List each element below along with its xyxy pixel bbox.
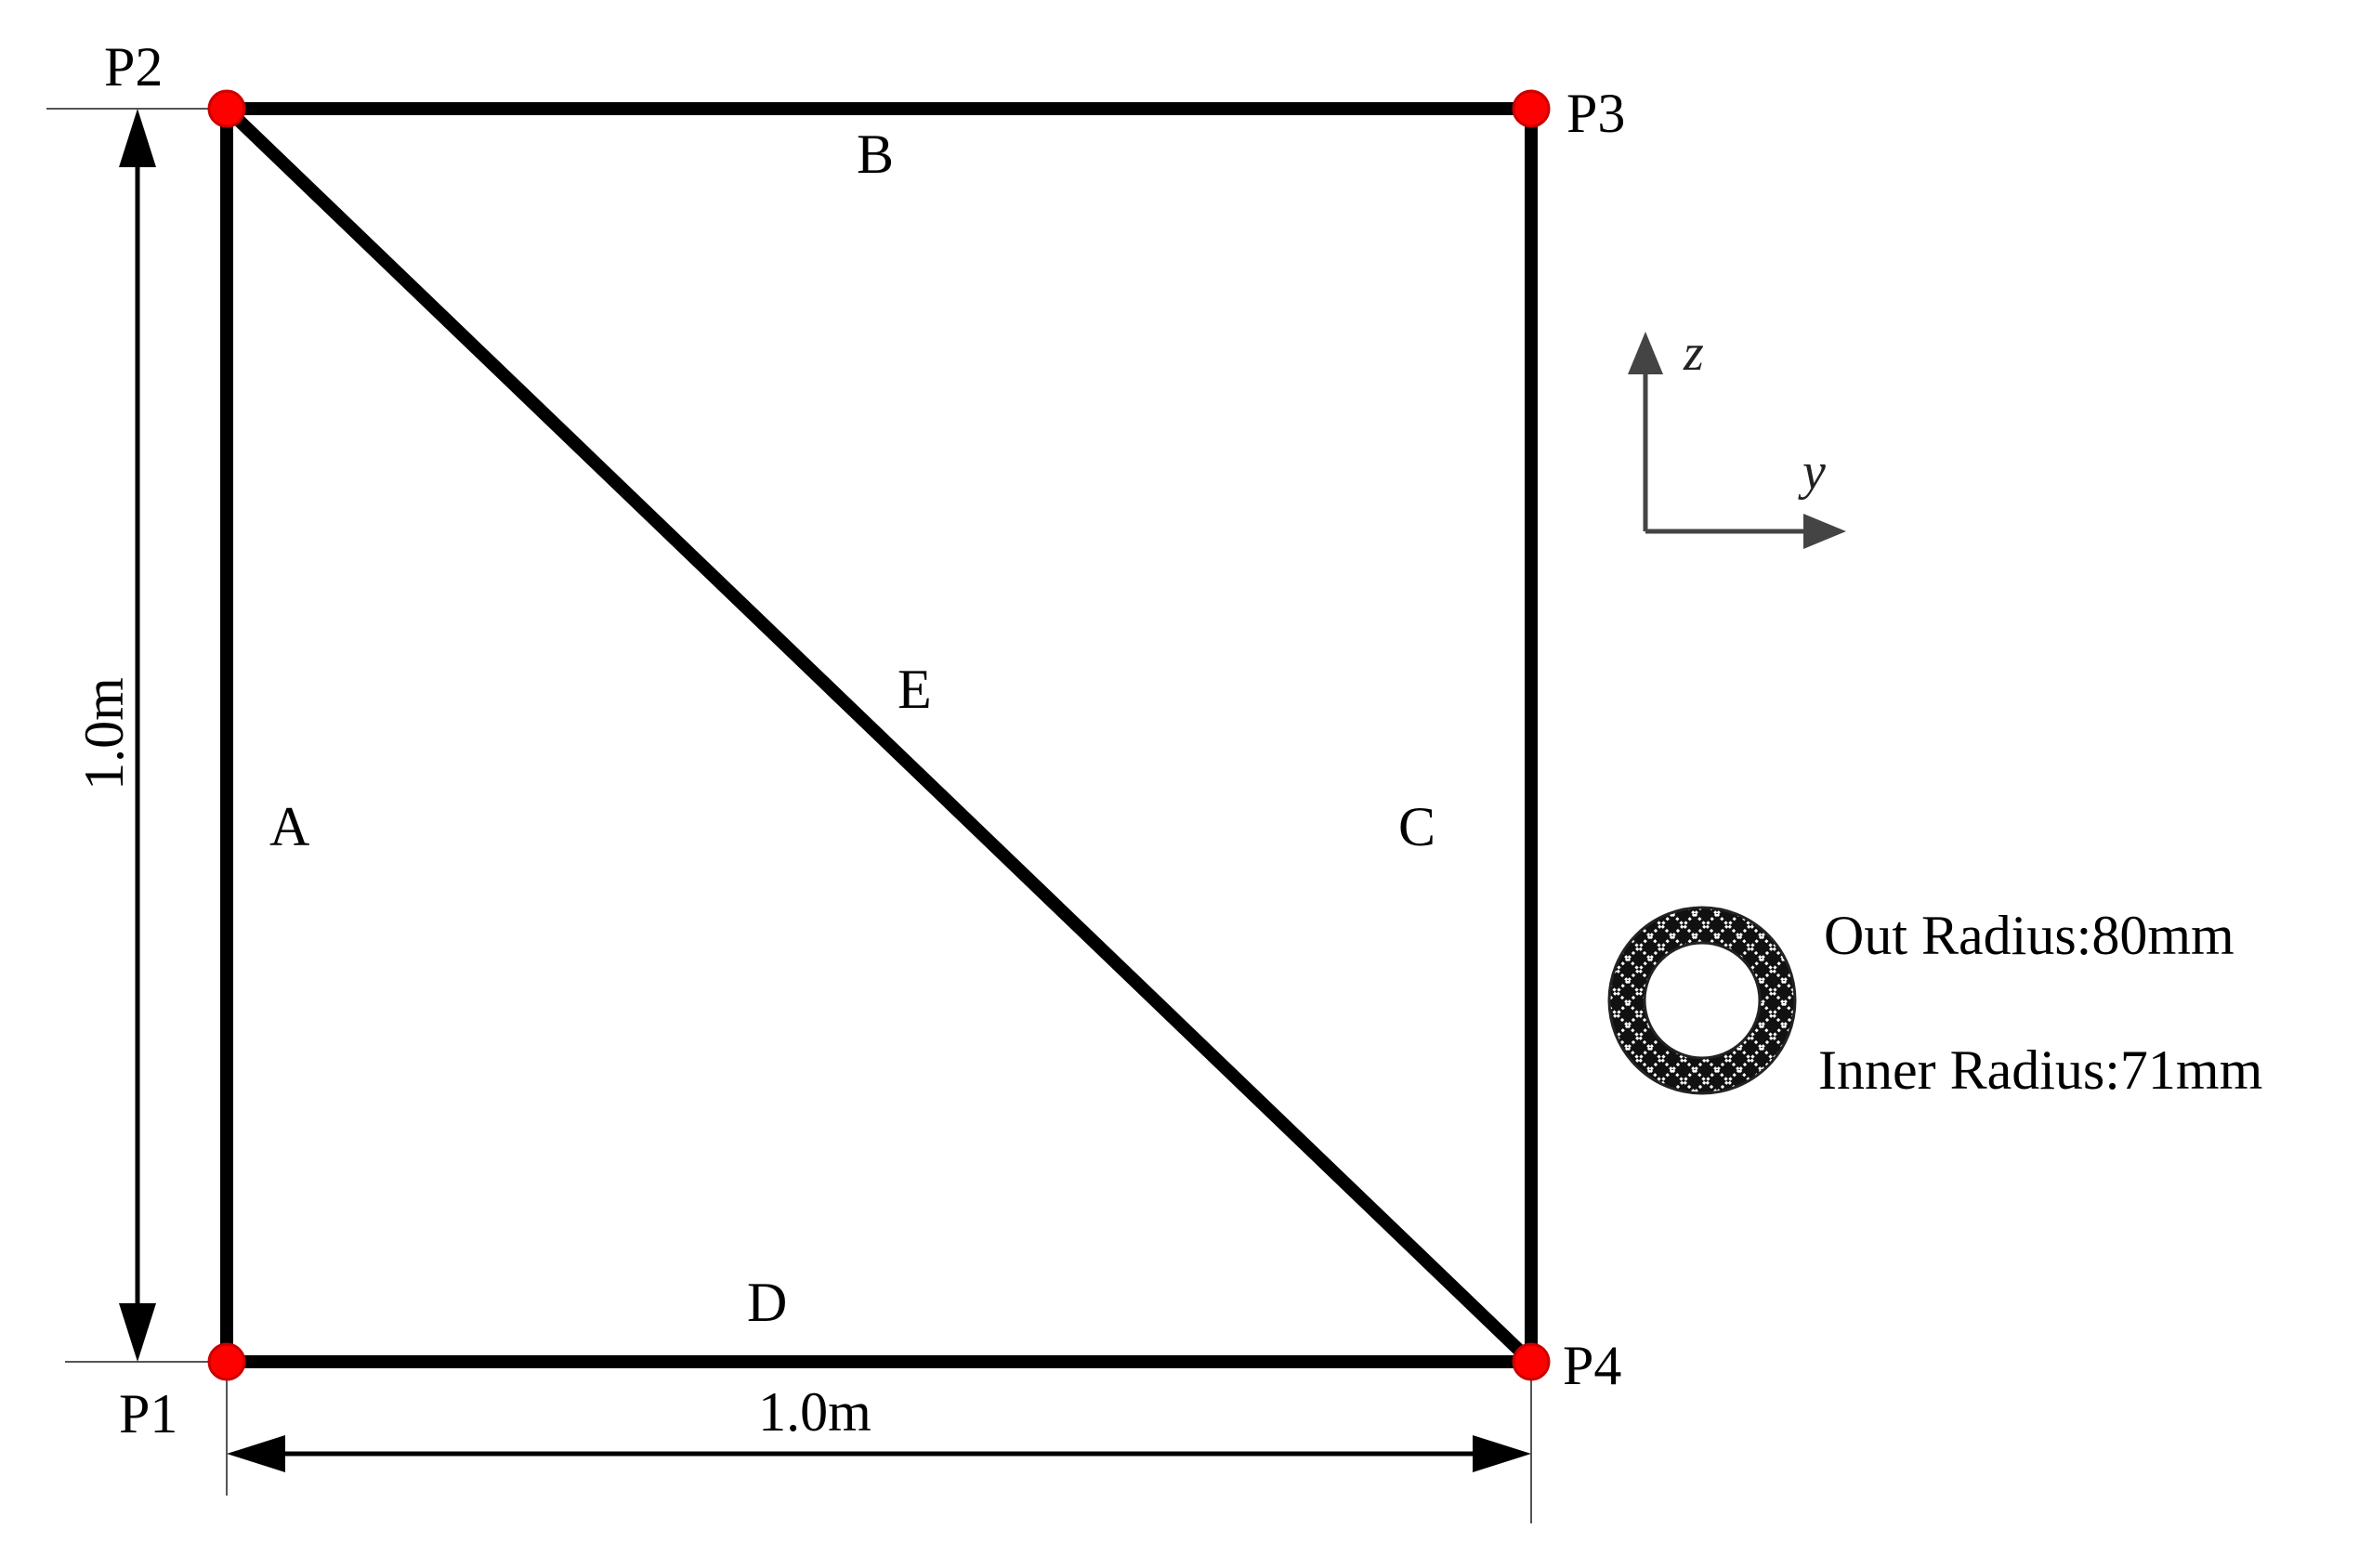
- height-dimension-arrow-bottom: [119, 1303, 156, 1362]
- member-e: [220, 102, 1538, 1368]
- width-dimension-arrow-left: [227, 1435, 285, 1472]
- inner-radius-label: Inner Radius:71mm: [1818, 1039, 2262, 1101]
- member-c-label: C: [1398, 796, 1435, 857]
- width-dimension-arrow-right: [1473, 1435, 1531, 1472]
- member-a-label: A: [269, 796, 309, 857]
- node-p1-label: P1: [119, 1383, 177, 1444]
- node-p3-marker: [1512, 89, 1551, 128]
- member-e-label: E: [898, 659, 932, 720]
- tube-cross-section-icon: [1607, 906, 1797, 1095]
- height-dimension: 1.0m: [73, 109, 156, 1362]
- node-p1-marker: [207, 1342, 246, 1381]
- height-dimension-arrow-top: [119, 109, 156, 167]
- y-axis-label: y: [1798, 443, 1826, 501]
- extension-lines: [46, 108, 1532, 1523]
- coordinate-axes: z y: [1628, 324, 1846, 549]
- z-axis-arrowhead: [1628, 332, 1663, 374]
- member-b-label: B: [857, 124, 894, 185]
- node-p4-label: P4: [1563, 1335, 1621, 1396]
- outer-radius-label: Out Radius:80mm: [1824, 905, 2234, 966]
- width-dimension-label: 1.0m: [758, 1381, 872, 1443]
- node-p2-label: P2: [104, 36, 163, 98]
- member-d-label: D: [747, 1272, 787, 1333]
- y-axis-arrowhead: [1803, 514, 1846, 549]
- z-axis-label: z: [1683, 324, 1704, 382]
- height-dimension-label: 1.0m: [73, 677, 135, 791]
- node-p4-marker: [1512, 1342, 1551, 1381]
- node-p2-marker: [207, 89, 246, 128]
- width-dimension: 1.0m: [227, 1381, 1531, 1472]
- cross-section: Out Radius:80mm Inner Radius:71mm: [1607, 905, 2262, 1101]
- node-p3-label: P3: [1566, 83, 1625, 144]
